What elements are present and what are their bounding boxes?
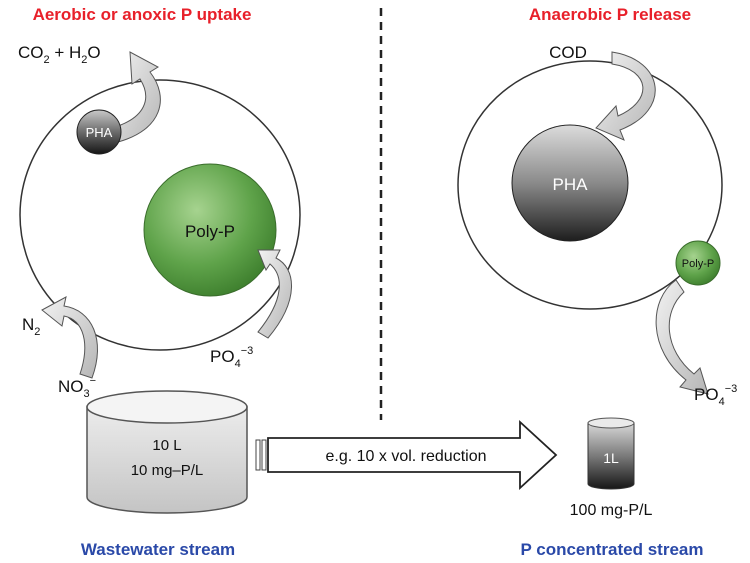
tank-concentration-right: 100 mg-P/L <box>570 502 653 519</box>
co2-h2o-label: CO2 + H2O <box>18 43 101 66</box>
no3-to-n2-arrow <box>41 296 98 379</box>
wastewater-tank <box>86 390 248 514</box>
right-panel-title: Anaerobic P release <box>529 5 691 24</box>
polyp-granule-small <box>675 240 721 286</box>
concentrated-tank <box>587 417 635 490</box>
po4-to-polyp-arrow <box>257 249 292 339</box>
pha-to-co2-arrow <box>111 51 161 143</box>
po4-label-left: PO4−3 <box>210 345 253 370</box>
cod-label: COD <box>549 43 587 62</box>
polyp-label-right: Poly-P <box>682 258 714 270</box>
polyp-label-left: Poly-P <box>185 222 235 241</box>
concentrated-caption: P concentrated stream <box>521 540 704 559</box>
pha-granule-large <box>511 124 629 242</box>
tank-volume-right: 1L <box>603 450 619 466</box>
polyp-to-po4-arrow <box>655 279 709 395</box>
left-panel-title: Aerobic or anoxic P uptake <box>33 5 252 24</box>
pha-label-right: PHA <box>553 175 589 194</box>
po4-label-right: PO4−3 <box>694 383 737 408</box>
tank-volume-left: 10 L <box>152 437 181 454</box>
pha-granule-small <box>76 109 122 155</box>
pha-label-left: PHA <box>86 125 113 140</box>
volume-reduction-label: e.g. 10 x vol. reduction <box>326 448 487 465</box>
wastewater-caption: Wastewater stream <box>81 540 235 559</box>
no3-label: NO3− <box>58 375 96 400</box>
n2-label: N2 <box>22 315 40 338</box>
volume-reduction-arrow <box>255 419 558 491</box>
polyp-granule-large <box>143 163 277 297</box>
tank-concentration-left: 10 mg–P/L <box>131 462 204 479</box>
cod-to-pha-arrow <box>595 51 656 141</box>
